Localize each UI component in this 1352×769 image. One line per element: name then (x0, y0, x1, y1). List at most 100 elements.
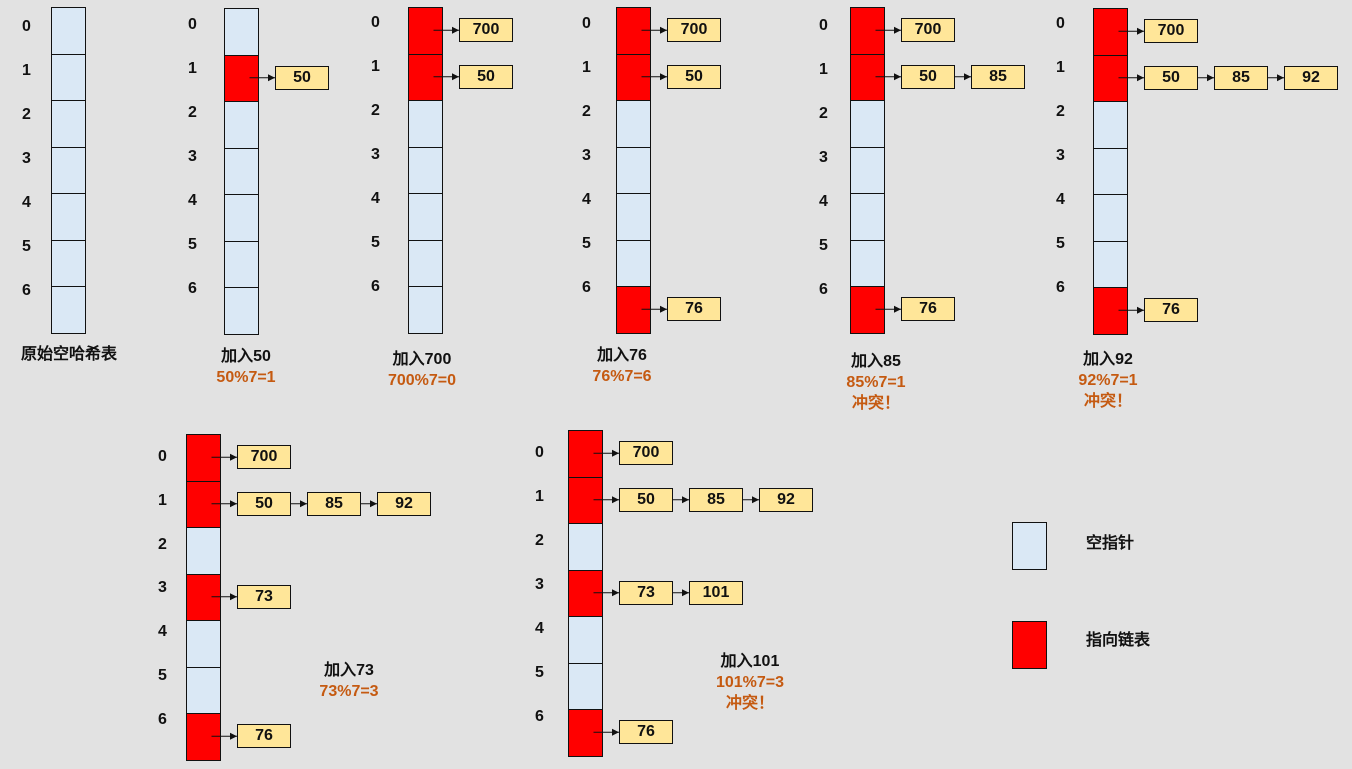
stage-title: 加入700 (392, 351, 452, 368)
stage-title: 加入92 (1083, 351, 1133, 368)
bucket-empty-cell (616, 239, 651, 287)
bucket-index: 4 (158, 623, 167, 640)
chain-node: 700 (619, 441, 673, 466)
hash-formula: 73%7=3 (319, 683, 379, 700)
bucket-empty-cell (408, 100, 443, 148)
chain-node: 76 (901, 297, 955, 322)
bucket-empty-cell (850, 193, 885, 241)
bucket-empty-cell (1093, 240, 1128, 288)
bucket-index: 4 (188, 192, 197, 209)
bucket-empty-cell (616, 193, 651, 241)
chain-node: 85 (689, 487, 743, 512)
bucket-index: 0 (535, 444, 544, 461)
bucket-index: 2 (1056, 103, 1065, 120)
chain-node: 76 (1144, 298, 1198, 323)
chain-node: 73 (237, 584, 291, 609)
bucket-index: 6 (22, 282, 31, 299)
bucket-index: 5 (22, 238, 31, 255)
bucket-index: 2 (22, 106, 31, 123)
hash-formula: 76%7=6 (592, 368, 652, 385)
bucket-index: 6 (371, 278, 380, 295)
legend-label-empty: 空指针 (1086, 535, 1135, 552)
bucket-index: 6 (188, 280, 197, 297)
chain-node: 50 (275, 65, 329, 90)
bucket-index: 0 (158, 448, 167, 465)
bucket-index: 3 (1056, 147, 1065, 164)
chain-node: 700 (237, 445, 291, 470)
bucket-index: 6 (535, 708, 544, 725)
bucket-empty-cell (850, 239, 885, 287)
stage-title: 加入101 (720, 653, 780, 670)
legend-swatch-pointer (1012, 621, 1047, 669)
chain-node: 50 (667, 64, 721, 89)
hash-formula: 85%7=1 (846, 374, 906, 391)
bucket-empty-cell (408, 193, 443, 241)
bucket-empty-cell (224, 8, 259, 56)
chain-node: 85 (1214, 65, 1268, 90)
chain-node: 700 (459, 18, 513, 43)
bucket-index: 6 (1056, 279, 1065, 296)
bucket-empty-cell (224, 147, 259, 195)
bucket-index: 0 (22, 18, 31, 35)
hash-formula: 50%7=1 (216, 369, 276, 386)
stage-caption: 原始空哈希表 (21, 344, 117, 365)
bucket-index: 5 (1056, 235, 1065, 252)
chain-node: 700 (667, 18, 721, 43)
chain-node: 50 (1144, 65, 1198, 90)
bucket-empty-cell (51, 239, 86, 287)
stage-title: 加入73 (324, 662, 374, 679)
bucket-index: 3 (819, 149, 828, 166)
bucket-index: 3 (582, 147, 591, 164)
bucket-empty-cell (224, 101, 259, 149)
legend-label-pointer: 指向链表 (1086, 632, 1151, 649)
chain-node: 73 (619, 580, 673, 605)
chain-node: 76 (667, 297, 721, 322)
bucket-index: 3 (535, 576, 544, 593)
chain-node: 50 (459, 64, 513, 89)
chain-node: 92 (1284, 65, 1338, 90)
bucket-empty-cell (568, 662, 603, 710)
bucket-empty-cell (186, 527, 221, 575)
bucket-empty-cell (408, 286, 443, 334)
bucket-index: 4 (535, 620, 544, 637)
bucket-index: 3 (371, 146, 380, 163)
chain-node: 101 (689, 580, 743, 605)
bucket-index: 5 (819, 237, 828, 254)
bucket-index: 2 (819, 105, 828, 122)
bucket-index: 2 (535, 532, 544, 549)
bucket-empty-cell (224, 287, 259, 335)
stage-caption: 加入76 76%7=6 (592, 345, 651, 387)
bucket-empty-cell (1093, 194, 1128, 242)
bucket-empty-cell (1093, 147, 1128, 195)
bucket-index: 5 (371, 234, 380, 251)
chain-node: 50 (237, 491, 291, 516)
bucket-empty-cell (850, 100, 885, 148)
bucket-index: 6 (158, 711, 167, 728)
collision-note: 冲突！ (851, 395, 901, 412)
stage-title: 原始空哈希表 (20, 346, 118, 363)
stage-title: 加入50 (221, 348, 271, 365)
bucket-empty-cell (224, 240, 259, 288)
bucket-empty-cell (51, 53, 86, 101)
bucket-index: 1 (158, 492, 167, 509)
stage-title: 加入76 (597, 347, 647, 364)
chain-node: 92 (377, 491, 431, 516)
bucket-index: 1 (582, 59, 591, 76)
bucket-index: 1 (819, 61, 828, 78)
legend-swatch-empty (1012, 522, 1047, 570)
stage-title: 加入85 (851, 353, 901, 370)
chain-node: 92 (759, 487, 813, 512)
bucket-index: 1 (535, 488, 544, 505)
bucket-index: 0 (582, 15, 591, 32)
bucket-empty-cell (568, 616, 603, 664)
bucket-index: 0 (819, 17, 828, 34)
collision-note: 冲突！ (725, 695, 774, 712)
bucket-index: 2 (158, 536, 167, 553)
bucket-index: 2 (582, 103, 591, 120)
chain-node: 700 (901, 18, 955, 43)
bucket-index: 3 (188, 148, 197, 165)
